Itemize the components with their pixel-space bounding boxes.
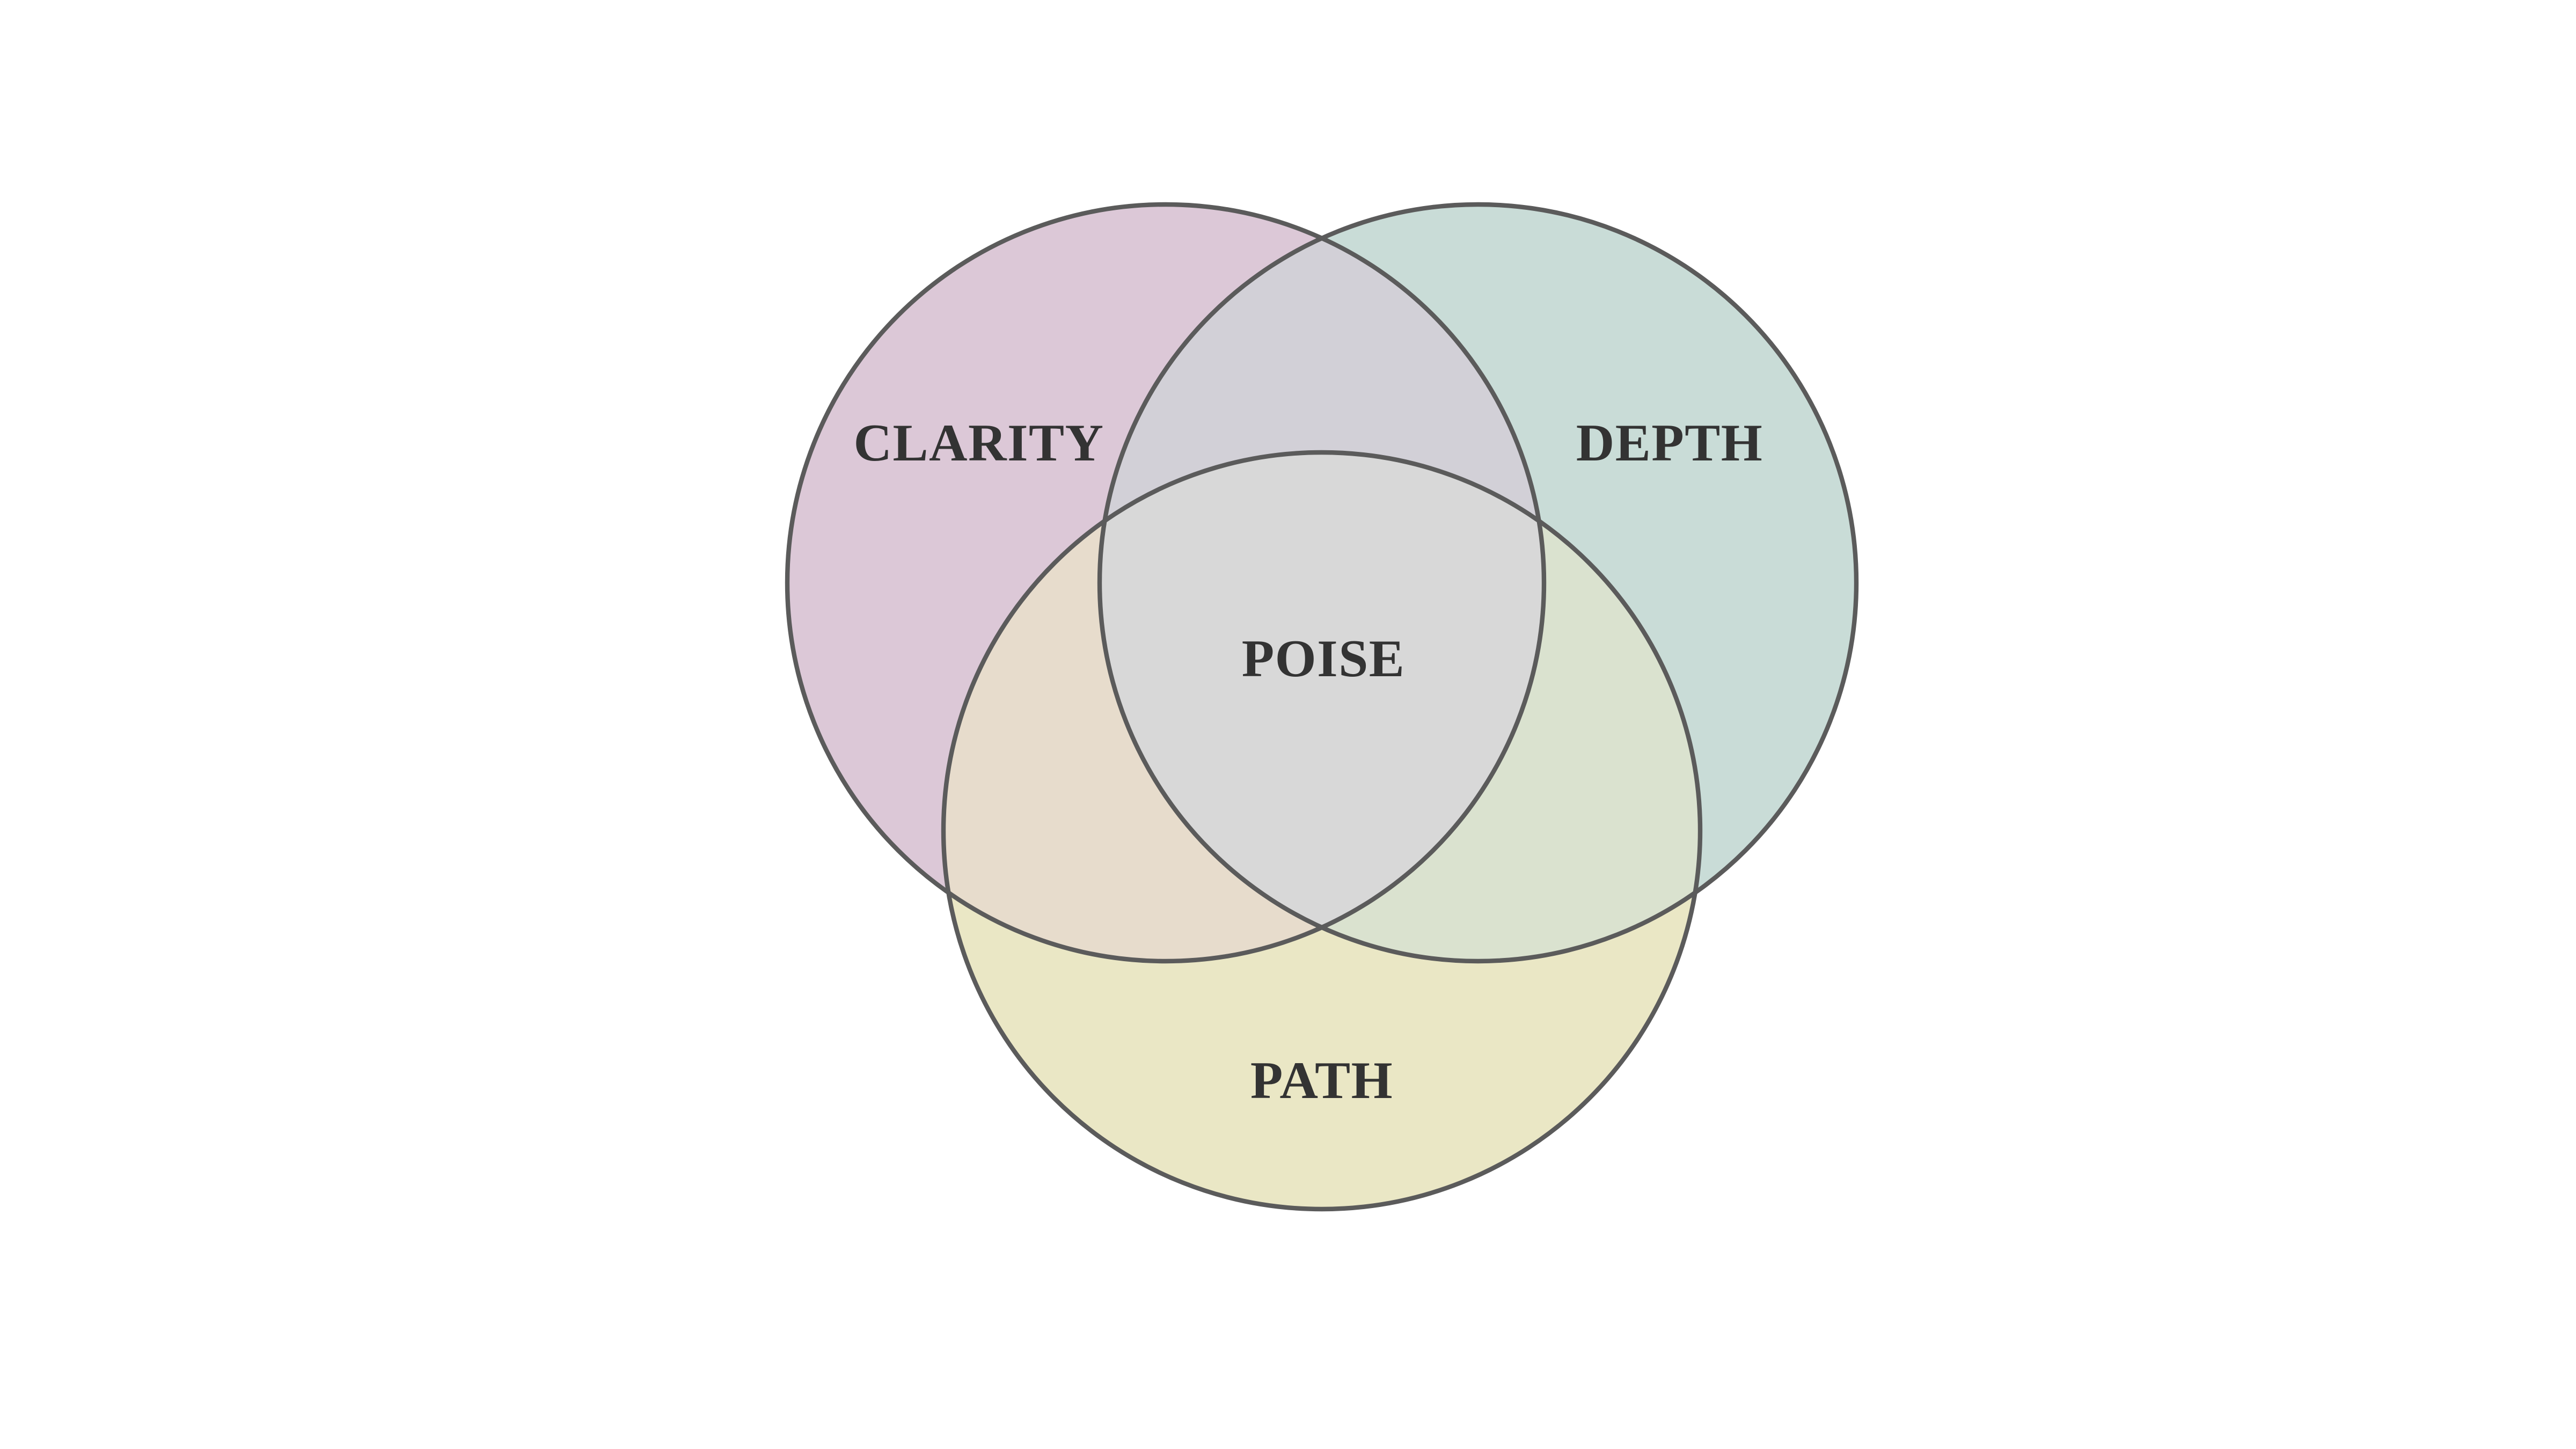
center-overlap bbox=[1100, 452, 1544, 961]
clarity-label: CLARITY bbox=[853, 414, 1104, 472]
clarity-circle-outline bbox=[785, 202, 1547, 964]
path-label: PATH bbox=[1250, 1051, 1393, 1110]
path-circle-outline bbox=[941, 450, 1703, 1212]
poise-label: POISE bbox=[1242, 630, 1406, 688]
depth-circle-outline bbox=[1097, 202, 1859, 964]
depth-label: DEPTH bbox=[1576, 414, 1763, 472]
